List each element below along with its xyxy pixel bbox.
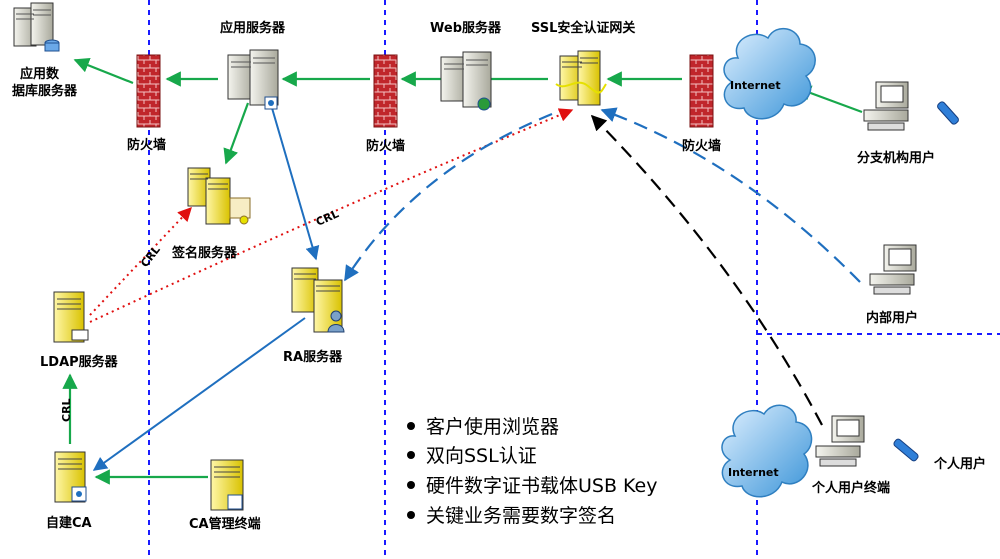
ra-server-label: RA服务器 bbox=[283, 349, 343, 365]
bullet-item: 硬件数字证书载体USB Key bbox=[426, 475, 658, 497]
app-server-icon bbox=[227, 49, 279, 110]
dashed-arrows bbox=[344, 107, 861, 426]
ra-server-icon bbox=[291, 267, 345, 333]
app-db-label: 应用数 bbox=[20, 66, 60, 82]
personal-terminal-label: 个人用户终端 bbox=[811, 480, 890, 496]
arrow-app-to-ra bbox=[271, 107, 320, 261]
red-dotted-arrows bbox=[89, 108, 574, 323]
ssl-gateway-label: SSL安全认证网关 bbox=[531, 20, 635, 36]
arrow-internal-to-ssl bbox=[600, 107, 861, 283]
arrow-ra-to-ca bbox=[92, 317, 306, 471]
app-db-server-icon bbox=[13, 2, 60, 52]
ldap-server-label: LDAP服务器 bbox=[40, 354, 119, 370]
crl-label-sign: CRL bbox=[138, 243, 163, 270]
bullet-item: 双向SSL认证 bbox=[426, 445, 537, 467]
personal-terminal-computer-icon bbox=[815, 415, 865, 467]
arrow-fw-to-db bbox=[73, 57, 134, 85]
bullet-dot bbox=[407, 511, 415, 519]
usb-key-icon bbox=[937, 101, 959, 125]
bullet-dot bbox=[407, 481, 415, 489]
web-server-label: Web服务器 bbox=[430, 20, 502, 36]
firewall-2-label: 防火墙 bbox=[366, 138, 405, 154]
bullet-item: 客户使用浏览器 bbox=[426, 416, 559, 438]
blue-arrows bbox=[92, 107, 320, 471]
arrow-ldap-to-sign bbox=[89, 206, 192, 316]
internet-top-label: Internet bbox=[730, 79, 781, 92]
arrow-ldap-to-ssl bbox=[89, 108, 574, 323]
ldap-server-icon bbox=[53, 291, 89, 343]
firewall-3-label: 防火墙 bbox=[682, 138, 721, 154]
ca-terminal-label: CA管理终端 bbox=[189, 516, 261, 532]
ca-terminal-icon bbox=[210, 459, 244, 511]
personal-user-label: 个人用户 bbox=[933, 456, 986, 472]
ssl-gateway-icon bbox=[555, 50, 607, 106]
cloud-icon bbox=[721, 404, 813, 498]
branch-user-label: 分支机构用户 bbox=[857, 150, 935, 166]
bullet-dot bbox=[407, 422, 415, 430]
bullet-item: 关键业务需要数字签名 bbox=[426, 505, 616, 527]
self-ca-label: 自建CA bbox=[46, 515, 92, 531]
app-server-label: 应用服务器 bbox=[220, 20, 286, 36]
sign-server-label: 签名服务器 bbox=[171, 245, 238, 261]
crl-label-ca: CRL bbox=[60, 398, 73, 422]
web-server-icon bbox=[440, 51, 492, 111]
arrow-personal-to-ssl bbox=[590, 114, 823, 426]
internet-bottom-label: Internet bbox=[728, 466, 779, 479]
firewall-icon bbox=[689, 54, 714, 128]
app-db-label-2: 据库服务器 bbox=[12, 83, 78, 99]
feature-bullet-list: 客户使用浏览器 双向SSL认证 硬件数字证书载体USB Key 关键业务需要数字… bbox=[407, 416, 658, 527]
internal-user-computer-icon bbox=[869, 244, 917, 295]
firewall-icon bbox=[373, 54, 398, 128]
internal-user-label: 内部用户 bbox=[866, 310, 918, 326]
branch-user-computer-icon bbox=[863, 81, 909, 131]
arrow-app-to-sign bbox=[223, 102, 250, 165]
self-ca-icon bbox=[54, 451, 87, 503]
cloud-icon bbox=[723, 27, 816, 120]
sign-server-icon bbox=[187, 167, 251, 225]
firewall-1-label: 防火墙 bbox=[127, 137, 166, 153]
firewall-icon bbox=[136, 54, 161, 128]
crl-label-ssl: CRL bbox=[314, 207, 341, 228]
arrow-ssl-to-ra bbox=[344, 112, 553, 282]
usb-key-icon bbox=[893, 438, 919, 462]
bullet-dot bbox=[407, 451, 415, 459]
